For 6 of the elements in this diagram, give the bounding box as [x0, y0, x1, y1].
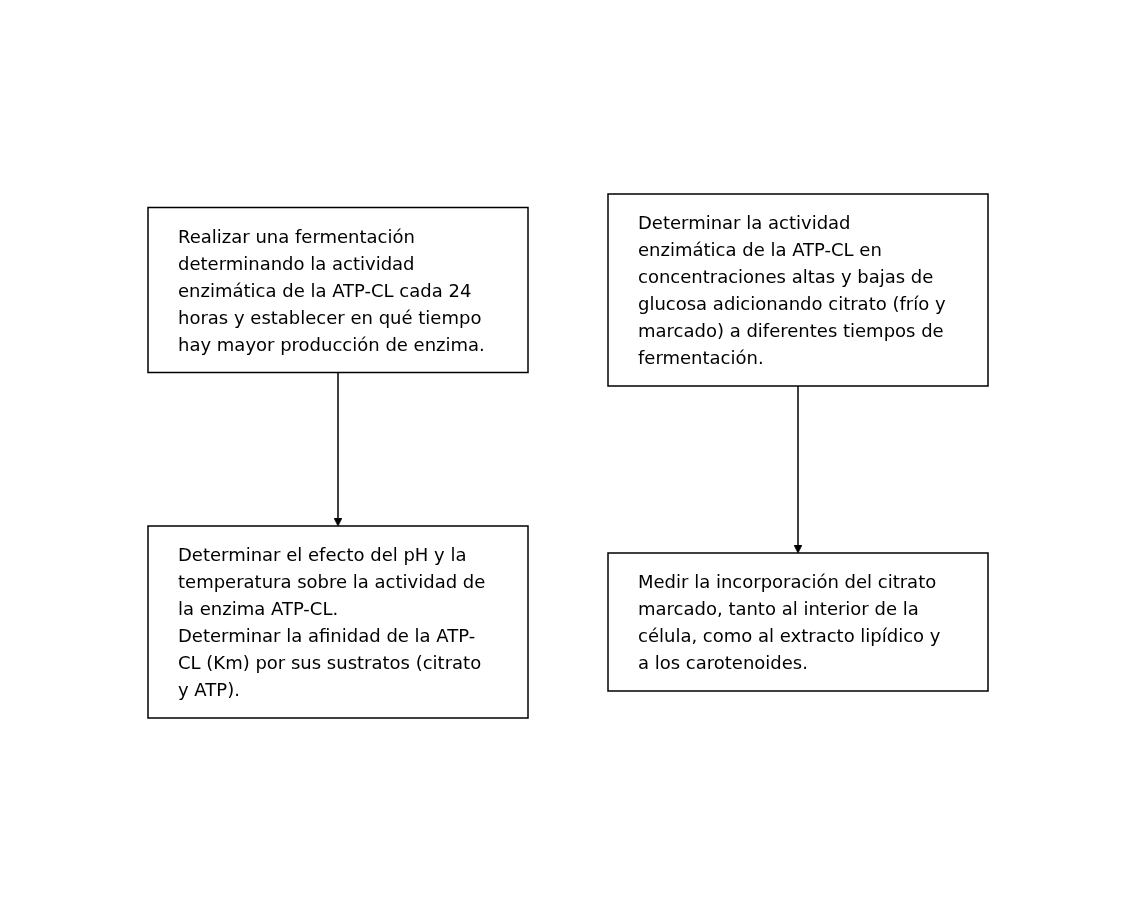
node-box: Medir la incorporación del citrato marcado, tanto al interior de la célula, como al extracto lipídico y a los carotenoides.: [607, 551, 989, 692]
node-box: Determinar la actividad enzimática de la ATP-CL en concentraciones altas y bajas de glucosa adicionando citrato (frío y marcado) a diferentes tiempos de fermentación.: [607, 192, 989, 387]
arrow: [333, 371, 343, 526]
node-box: Realizar una fermentación determinando la actividad enzimática de la ATP-CL cada 24 horas y establecer en qué tiempo hay mayor producción de enzima.: [147, 206, 529, 373]
arrow: [793, 384, 803, 553]
node-box: Determinar el efecto del pH y la temperatura sobre la actividad de la enzima ATP-CL. Determinar la afinidad de la ATP-CL (Km) por sus sustratos (citrato y ATP).: [147, 524, 529, 719]
